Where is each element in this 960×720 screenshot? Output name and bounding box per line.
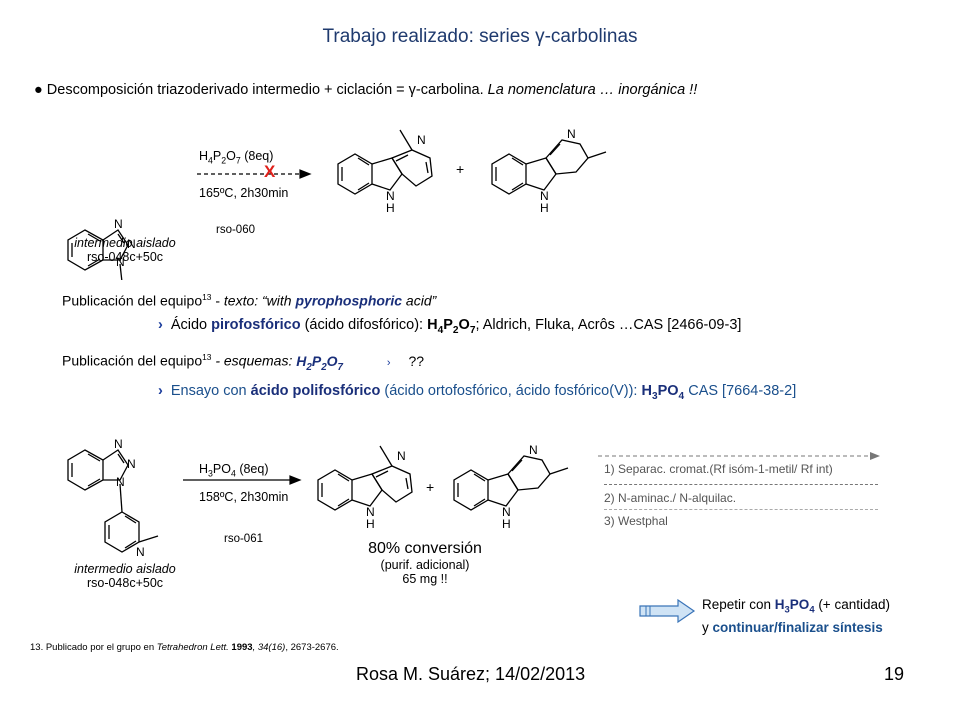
polyphosphoric-acid-line: ›Ensayo con ácido polifosfórico (ácido o… [158,383,797,402]
publication-text-line: Publicación del equipo13 - texto: “with … [62,292,437,309]
product-2-carboline [491,139,607,195]
reaction-2-condition: 158ºC, 2h30min [199,490,289,504]
svg-text:H: H [540,201,549,215]
svg-text:N: N [567,127,576,141]
plus-sign: + [456,161,464,177]
svg-text:N: N [397,449,406,463]
step-3: 3) Westphal [604,514,668,528]
triazole-ring [102,229,129,261]
step-2: 2) N-aminac./ N-alquilac. [604,491,737,505]
reaction-1-scheme: N N N N N N H + N N H [67,127,607,280]
svg-text:N: N [417,133,426,147]
svg-text:H: H [386,201,395,215]
pyrophosphoric-acid-line: ›Ácido pirofosfórico (ácido difosfórico)… [158,317,742,336]
bullet-dot: ● [34,82,43,98]
svg-text:N: N [114,217,123,231]
svg-text:N: N [502,505,511,519]
intermediate-label-2: intermedio aislado rso-048c+50c [74,562,176,590]
reaction-2-reagent: H3PO4 (8eq) [199,462,269,479]
svg-text:N: N [386,189,395,203]
svg-text:N: N [540,189,549,203]
svg-text:H: H [366,517,375,531]
step-1: 1) Separac. cromat.(Rf isóm-1-metil/ Rf … [604,462,833,476]
svg-text:H: H [502,517,511,531]
author-date: Rosa M. Suárez; 14/02/2013 [356,664,586,684]
slide-title: Trabajo realizado: series γ-carbolinas [322,26,638,47]
intro-bullet: ● Descomposición triazoderivado intermed… [34,82,698,98]
conversion-result: 80% conversión (purif. adicional) 65 mg … [368,540,482,586]
reaction-2-scheme: N N N N N N H + N N H [67,437,880,559]
reaction-1-reagent: H4P2O7 (8eq) [199,149,274,166]
next-steps-note: Repetir con H3PO4 (+ cantidad) y continu… [702,597,890,635]
failed-reaction-mark: X [264,162,276,181]
svg-text:N: N [114,437,123,451]
intermediate-label-1: intermedio aislado rso-048c+50c [74,236,176,264]
reaction-1-condition: 165ºC, 2h30min [199,186,289,200]
reaction-1-code: rso-060 [216,224,255,236]
svg-text:+: + [426,479,434,495]
svg-text:N: N [127,237,136,251]
reaction-2-code: rso-061 [224,533,263,545]
svg-text:N: N [116,475,125,489]
svg-text:N: N [366,505,375,519]
svg-text:N: N [529,443,538,457]
footnote: 13. Publicado por el grupo en Tetrahedro… [30,642,339,653]
svg-text:N: N [116,255,125,269]
publication-scheme-line: Publicación del equipo13 - esquemas: H2P… [62,352,425,373]
svg-text:N: N [136,545,145,559]
block-arrow-icon [639,598,696,624]
svg-text:N: N [127,457,136,471]
follow-up-steps: 1) Separac. cromat.(Rf isóm-1-metil/ Rf … [604,460,878,530]
page-number: 19 [884,664,905,684]
product-1-carboline [337,129,433,195]
